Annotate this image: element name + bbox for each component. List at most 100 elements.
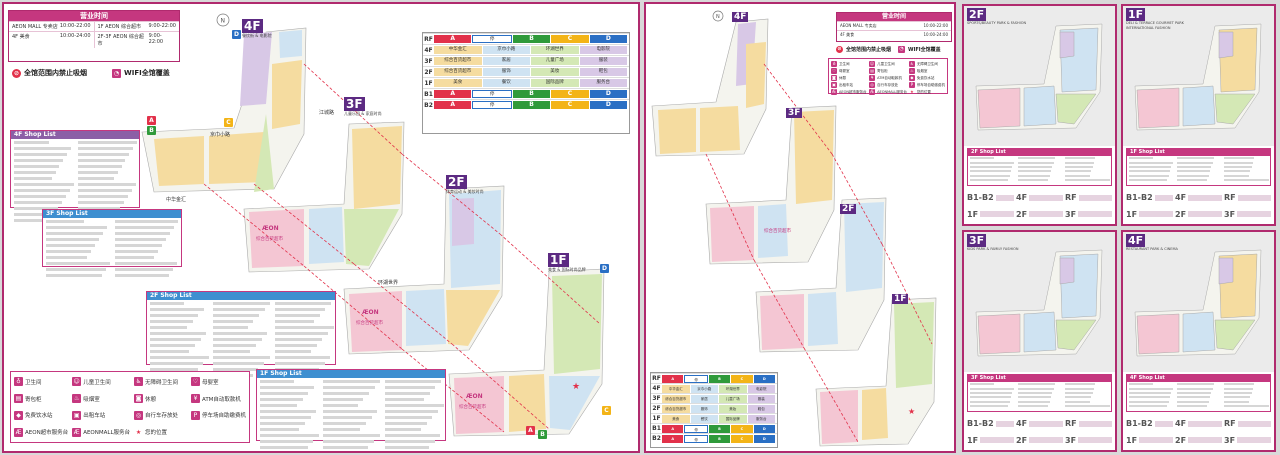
directory-floor-label: 3F xyxy=(652,395,661,402)
no-smoking-notice-b: ⊘ 全馆范围内禁止吸烟 xyxy=(836,46,892,53)
legend-label: AEONMALL服务台 xyxy=(877,89,907,94)
legend-item: ▣出租车站 xyxy=(831,82,867,88)
directory-cell: 京巾小路 xyxy=(482,46,530,54)
directory-cell: 国际品牌 xyxy=(719,414,747,423)
mini-map-svg xyxy=(1123,232,1274,372)
legend-item: ¥ATM自动取款机 xyxy=(190,392,246,406)
aeonmall-service-icon: Æ xyxy=(72,427,82,437)
directory-cell: B xyxy=(708,434,731,443)
directory-cell: 中华金汇 xyxy=(662,384,690,393)
parking-pay-icon: P xyxy=(908,82,915,88)
directory-cell: 电影院 xyxy=(579,46,627,54)
kids-toilet-icon: ☺ xyxy=(72,377,82,387)
directory-cell: 服装 xyxy=(579,57,627,65)
mini-floor-index-item: RF xyxy=(1065,416,1112,432)
directory-cell: A xyxy=(662,434,684,443)
floor-3f-tag-b: 3F xyxy=(786,108,803,118)
mini-floor-index-item: 3F xyxy=(1065,207,1112,223)
directory-cell: 儿童广场 xyxy=(531,57,579,65)
legend-label: 出租车站 xyxy=(83,413,106,420)
legend-label: 卫生间 xyxy=(25,379,42,386)
mini-floor-index-item: 2F xyxy=(1016,433,1063,449)
rest-area-icon: ◙ xyxy=(134,394,144,404)
directory-cell: 美食 xyxy=(662,414,690,423)
floor-2f-header: 2F 体育运动 & 美妆时尚 xyxy=(446,175,484,194)
svg-text:N: N xyxy=(221,18,226,25)
map-label-aeon-store-1f: 综合百货超市 xyxy=(459,403,486,410)
legend-label: 吸烟室 xyxy=(916,68,928,73)
legend-label: 停车场自助缴费机 xyxy=(201,413,246,420)
map-label-aeon-store-3f: 综合百货超市 xyxy=(256,235,283,242)
mini-floor-index-item: 1F xyxy=(967,207,1014,223)
atm-icon: ¥ xyxy=(190,394,200,404)
directory-cell: 服饰 xyxy=(482,68,530,76)
you-are-here-icon-b: ★ xyxy=(908,407,915,416)
mini-map-floor-tag: 3F xyxy=(967,234,987,247)
directory-floor-label: B1 xyxy=(652,425,661,432)
directory-cell: D xyxy=(589,90,628,98)
directory-cell: B xyxy=(512,101,551,109)
mini-floor-index-item: 4F xyxy=(1175,190,1222,206)
you-are-here-icon: ★ xyxy=(910,89,914,94)
floor-2f-plan xyxy=(343,185,505,355)
no-smoking-icon: ⊘ xyxy=(12,68,21,78)
legend-item: ♨吸烟室 xyxy=(72,392,130,406)
legend-label: ATM自动取款机 xyxy=(877,75,902,80)
rest-area-icon: ◙ xyxy=(831,75,837,81)
taxi-icon: ▣ xyxy=(72,410,82,420)
parking-c-badge: C xyxy=(224,118,233,127)
legend-label: 出租车站 xyxy=(839,82,853,87)
mini-floor-index-item: 4F xyxy=(1016,416,1063,432)
map-label-aeon-store-b: 综合百货超市 xyxy=(764,227,791,234)
directory-cell: 餐饮 xyxy=(482,79,530,87)
parking-b-badge: B xyxy=(147,126,156,135)
directory-cell: D xyxy=(753,374,776,383)
floor-3f-plan xyxy=(243,121,405,273)
directory-cell: 京巾小路 xyxy=(690,384,718,393)
directory-cell: 停 xyxy=(472,90,512,98)
legend-item: ♁卫生间 xyxy=(831,61,867,67)
mini-floor-index-item: 2F xyxy=(1016,207,1063,223)
directory-cell: 综合百货超市 xyxy=(434,68,482,76)
mini-shop-list: 2F Shop List xyxy=(967,148,1112,186)
parking-pay-icon: P xyxy=(190,410,200,420)
floor-2f-plan-b xyxy=(755,197,887,353)
directory-cell: D xyxy=(589,35,628,43)
map-label-zhonghua: 中华金汇 xyxy=(166,196,186,203)
legend-item: ◎自行车存放处 xyxy=(134,409,187,423)
accessible-toilet-icon: ♿ xyxy=(908,61,915,67)
map-label-huanhu: 环湖世界 xyxy=(378,279,398,286)
legend-item: ▤寄包柜 xyxy=(869,68,907,74)
directory-cell: 家居 xyxy=(482,57,530,65)
legend-label: 无障碍卫生间 xyxy=(145,379,179,386)
mini-floor-index-item: 3F xyxy=(1224,207,1271,223)
nursing-room-icon: ♡ xyxy=(190,377,200,387)
shop-list-2f: 2F Shop List xyxy=(146,291,336,377)
legend-item: ◎自行车存放处 xyxy=(869,82,907,88)
legend-item: ☺儿童卫生间 xyxy=(869,61,907,67)
directory-cell: D xyxy=(753,434,776,443)
floor-4f-header: 4F 餐饮街 & 电影院 xyxy=(242,19,272,38)
aeon-service-icon: Æ xyxy=(14,427,23,437)
mini-floor-index-item: 3F xyxy=(1065,433,1112,449)
parking-d-badge: D xyxy=(232,30,241,39)
legend-label: 无障碍卫生间 xyxy=(916,61,938,66)
you-are-here-icon: ★ xyxy=(572,382,580,392)
wifi-notice-b: ◔ WIFI全馆覆盖 xyxy=(898,46,941,53)
directory-cell: 儿童广场 xyxy=(719,394,747,403)
floor-1f-header: 1F 美食 & 国际时尚品牌 xyxy=(548,253,586,272)
mall-map-svg: 京巾小路 中华金汇 江城路 ÆON 综合百货超市 ÆON 综合百货超市 ÆON … xyxy=(141,13,605,437)
floor-2f-tag: 2F xyxy=(446,175,467,189)
